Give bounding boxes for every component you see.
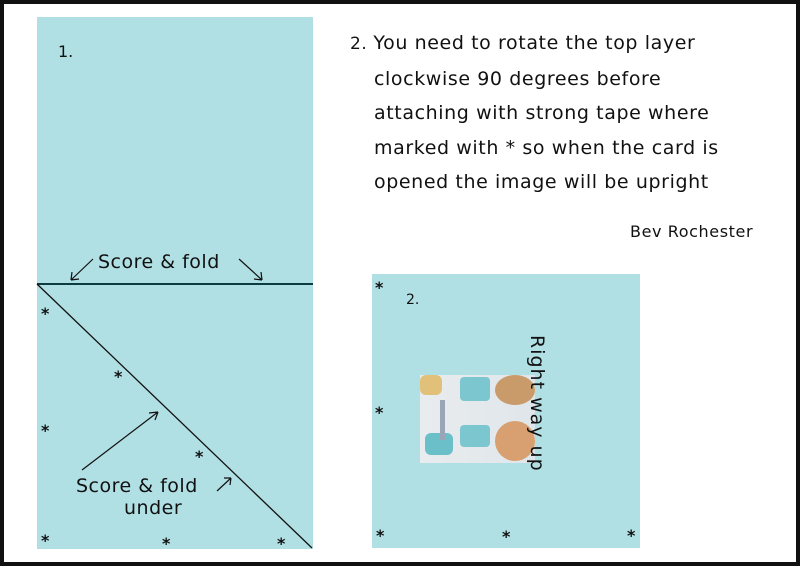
arrow-small-icon [216,477,232,492]
tape-marker: * [375,403,384,422]
step-1-number: 1. [58,42,74,61]
right-way-up-label: Right way up [526,335,548,472]
instruction-line: clockwise 90 degrees before [374,67,662,90]
tape-marker: * [162,534,171,553]
instruction-line: marked with * so when the card is [374,136,719,159]
score-fold-under-label: Score & fold [76,475,198,497]
rotated-stamp-image [420,375,535,463]
instructions-number: 2. [350,34,368,54]
diagonal-fold-line [36,283,313,549]
tape-marker: * [41,421,50,440]
tape-marker: * [195,447,204,466]
tape-marker: * [277,534,286,553]
score-fold-label: Score & fold [98,251,220,273]
tape-marker: * [502,527,511,546]
step-2-number: 2. [406,292,420,308]
instruction-line: opened the image will be upright [374,171,709,193]
instructions: 2.You need to rotate the top layer clock… [350,26,719,200]
tape-marker: * [114,367,123,386]
tape-marker: * [376,526,385,545]
tape-marker: * [627,526,636,545]
arrow-right-icon [238,258,263,281]
tape-marker: * [375,278,384,297]
score-fold-under-label-2: under [124,497,183,519]
instruction-line: You need to rotate the top layer [373,32,696,54]
arrow-diagonal-icon [81,411,159,471]
arrow-left-icon [70,258,94,281]
tape-marker: * [41,531,50,550]
tape-marker: * [41,304,50,323]
author-name: Bev Rochester [630,222,754,241]
instruction-line: attaching with strong tape where [374,102,710,124]
